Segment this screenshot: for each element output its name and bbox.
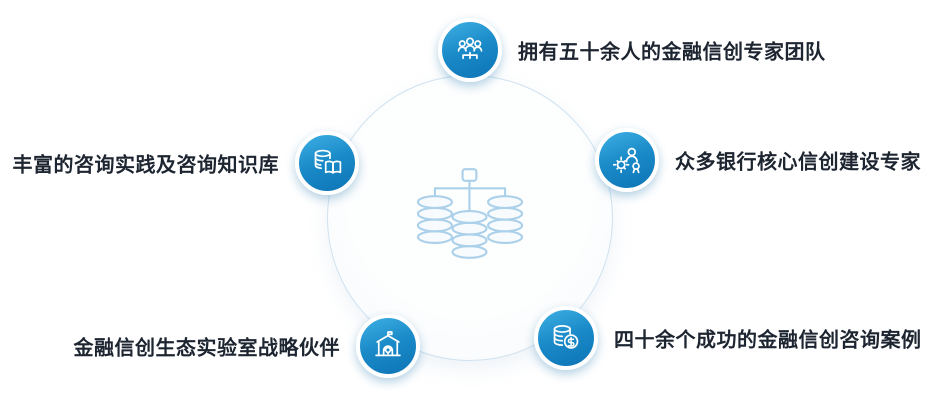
- node-label-expert: 众多银行核心信创建设专家: [675, 151, 921, 174]
- team-icon: [438, 18, 502, 82]
- node-label-team: 拥有五十余人的金融信创专家团队: [518, 41, 826, 64]
- bank-building-gear-icon: [356, 314, 420, 378]
- node-knowledge: 丰富的咨询实践及咨询知识库: [13, 131, 359, 195]
- node-label-lab: 金融信创生态实验室战略伙伴: [73, 337, 340, 360]
- node-label-knowledge: 丰富的咨询实践及咨询知识库: [12, 154, 279, 177]
- node-team: 拥有五十余人的金融信创专家团队: [438, 18, 825, 82]
- node-expert: 众多银行核心信创建设专家: [595, 128, 921, 192]
- node-lab: 金融信创生态实验室战略伙伴: [74, 314, 420, 378]
- node-label-cases: 四十余个成功的金融信创咨询案例: [614, 329, 922, 352]
- central-circle: [327, 75, 613, 361]
- expert-gear-medal-icon: [595, 128, 659, 192]
- database-book-icon: [295, 131, 359, 195]
- node-cases: 四十余个成功的金融信创咨询案例: [534, 306, 921, 370]
- coin-stack-dollar-icon: [534, 306, 598, 370]
- database-cluster-icon: [416, 168, 524, 259]
